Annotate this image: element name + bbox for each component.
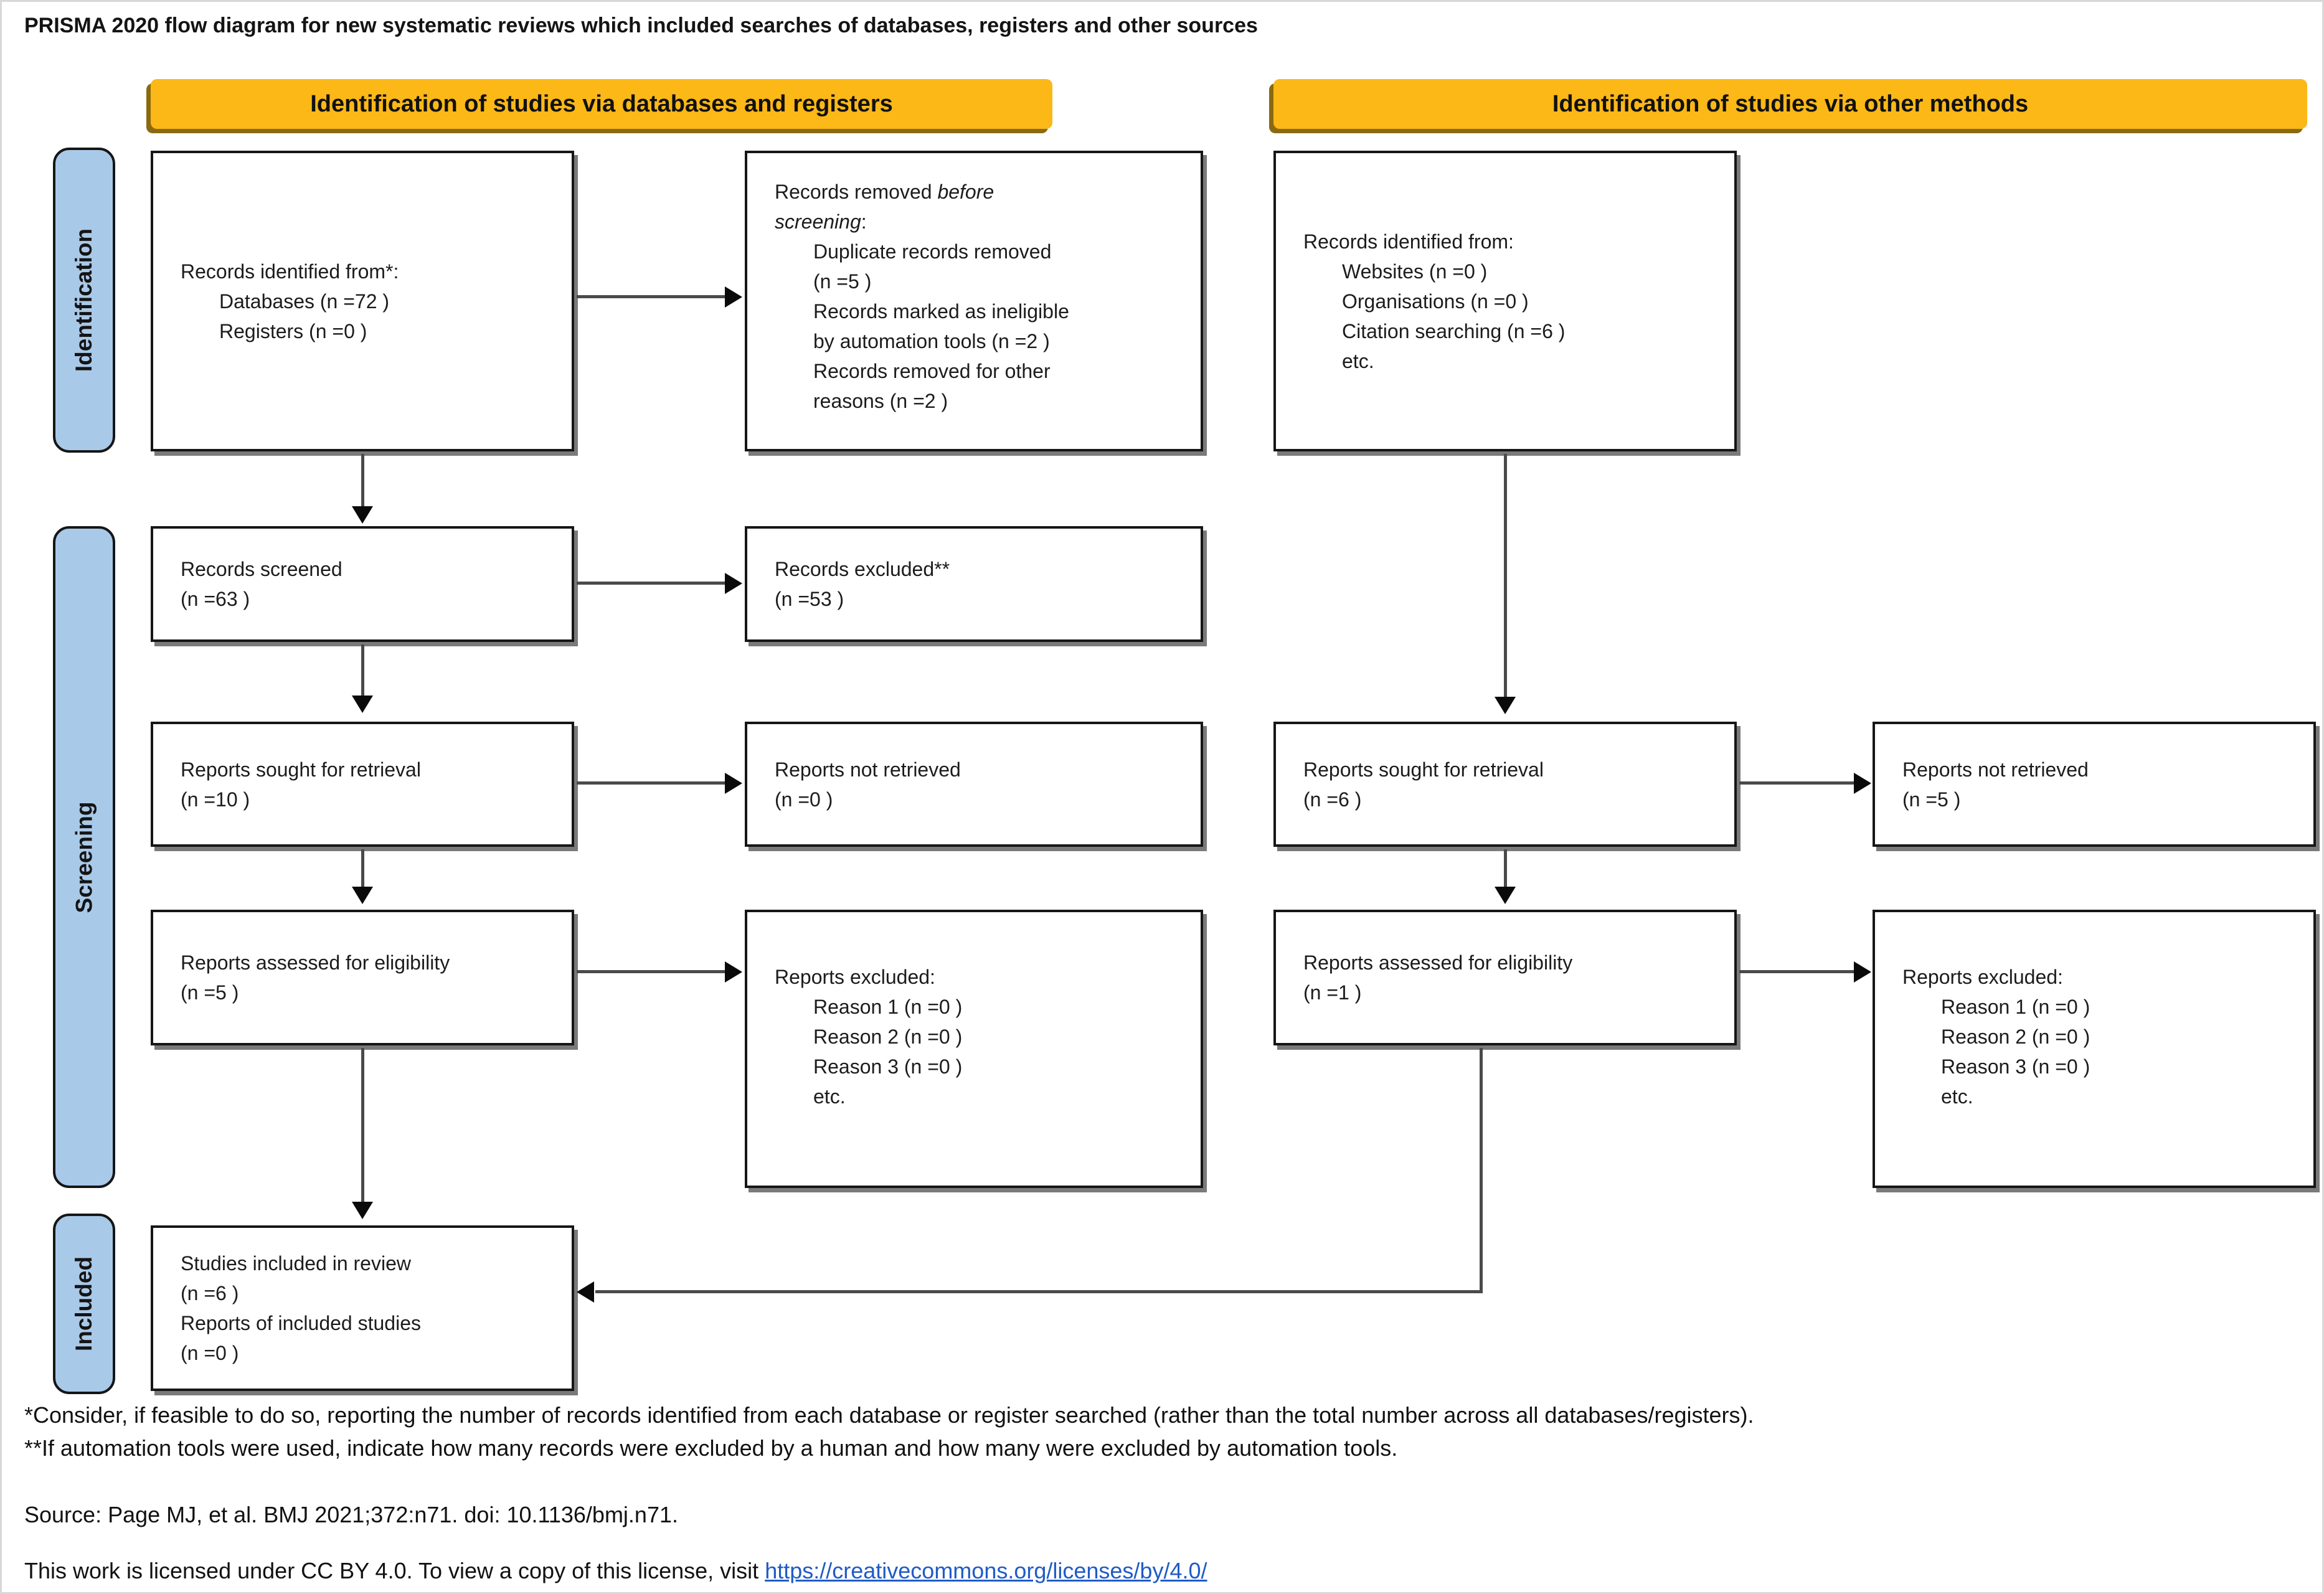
box-reports-not-retrieved-other: Reports not retrieved(n =5 ): [1873, 722, 2316, 847]
arrow-identified-other-to-sought-head: [1495, 697, 1516, 714]
arrow-sought-to-assessed-head: [352, 887, 373, 904]
arrow-sought-other-to-assessed-head: [1495, 887, 1516, 904]
arrow-identified-other-to-sought-line: [1504, 454, 1507, 698]
stage-label-included: Included: [53, 1214, 115, 1394]
arrow-identified-to-removed-line: [577, 295, 727, 298]
arrow-sought-to-not-retrieved-line: [577, 781, 727, 785]
box-reports-excluded-other: Reports excluded:Reason 1 (n =0 )Reason …: [1873, 910, 2316, 1188]
stage-label-identification: Identification: [53, 148, 115, 453]
arrow-sought-other-to-not-retrieved-head: [1854, 773, 1871, 794]
arrow-other-branch-elbow-horizontal: [595, 1290, 1483, 1293]
arrow-assessed-to-included-line: [361, 1048, 364, 1203]
arrow-screened-to-sought-head: [352, 696, 373, 713]
arrow-sought-to-not-retrieved-head: [725, 773, 742, 794]
arrow-screened-to-sought-line: [361, 644, 364, 698]
banner-databases-registers: Identification of studies via databases …: [151, 79, 1052, 129]
license-line: This work is licensed under CC BY 4.0. T…: [24, 1558, 1207, 1584]
stage-label-identification-text: Identification: [71, 228, 97, 372]
license-link[interactable]: https://creativecommons.org/licenses/by/…: [765, 1558, 1207, 1583]
box-reports-assessed-for-eligibility-other: Reports assessed for eligibility(n =1 ): [1273, 910, 1737, 1045]
arrow-assessed-to-excluded-line: [577, 970, 727, 973]
arrow-assessed-other-to-excluded-line: [1739, 970, 1855, 973]
arrow-identified-to-removed-head: [725, 286, 742, 308]
arrow-identified-to-screened-head: [352, 506, 373, 524]
box-reports-sought-for-retrieval: Reports sought for retrieval(n =10 ): [151, 722, 574, 847]
arrow-assessed-to-excluded-head: [725, 961, 742, 983]
stage-label-included-text: Included: [71, 1256, 97, 1352]
box-records-excluded: Records excluded**(n =53 ): [745, 526, 1203, 642]
box-records-screened: Records screened(n =63 ): [151, 526, 574, 642]
arrow-sought-other-to-not-retrieved-line: [1739, 781, 1855, 785]
arrow-assessed-to-included-head: [352, 1202, 373, 1219]
arrow-identified-to-screened-line: [361, 454, 364, 509]
arrow-assessed-other-to-excluded-head: [1854, 961, 1871, 983]
box-records-identified: Records identified from*:Databases (n =7…: [151, 151, 574, 451]
box-records-identified-other-methods: Records identified from:Websites (n =0 )…: [1273, 151, 1737, 451]
footnote-double-asterisk: **If automation tools were used, indicat…: [24, 1435, 1398, 1461]
license-text: This work is licensed under CC BY 4.0. T…: [24, 1558, 765, 1583]
arrow-sought-other-to-assessed-line: [1504, 849, 1507, 888]
stage-label-screening: Screening: [53, 526, 115, 1188]
footnote-asterisk: *Consider, if feasible to do so, reporti…: [24, 1402, 1754, 1428]
box-reports-excluded: Reports excluded:Reason 1 (n =0 )Reason …: [745, 910, 1203, 1188]
arrow-other-branch-elbow-vertical: [1480, 1048, 1483, 1293]
arrow-sought-to-assessed-line: [361, 849, 364, 888]
page-title: PRISMA 2020 flow diagram for new systema…: [24, 14, 1258, 37]
box-reports-sought-for-retrieval-other: Reports sought for retrieval(n =6 ): [1273, 722, 1737, 847]
banner-other-methods: Identification of studies via other meth…: [1273, 79, 2307, 129]
arrow-other-branch-to-included-head: [577, 1281, 594, 1303]
box-reports-assessed-for-eligibility: Reports assessed for eligibility(n =5 ): [151, 910, 574, 1045]
box-reports-not-retrieved: Reports not retrieved(n =0 ): [745, 722, 1203, 847]
stage-label-screening-text: Screening: [71, 801, 97, 913]
source-citation: Source: Page MJ, et al. BMJ 2021;372:n71…: [24, 1502, 678, 1527]
arrow-screened-to-excluded-line: [577, 582, 727, 585]
box-studies-included-in-review: Studies included in review(n =6 )Reports…: [151, 1225, 574, 1391]
arrow-screened-to-excluded-head: [725, 573, 742, 594]
